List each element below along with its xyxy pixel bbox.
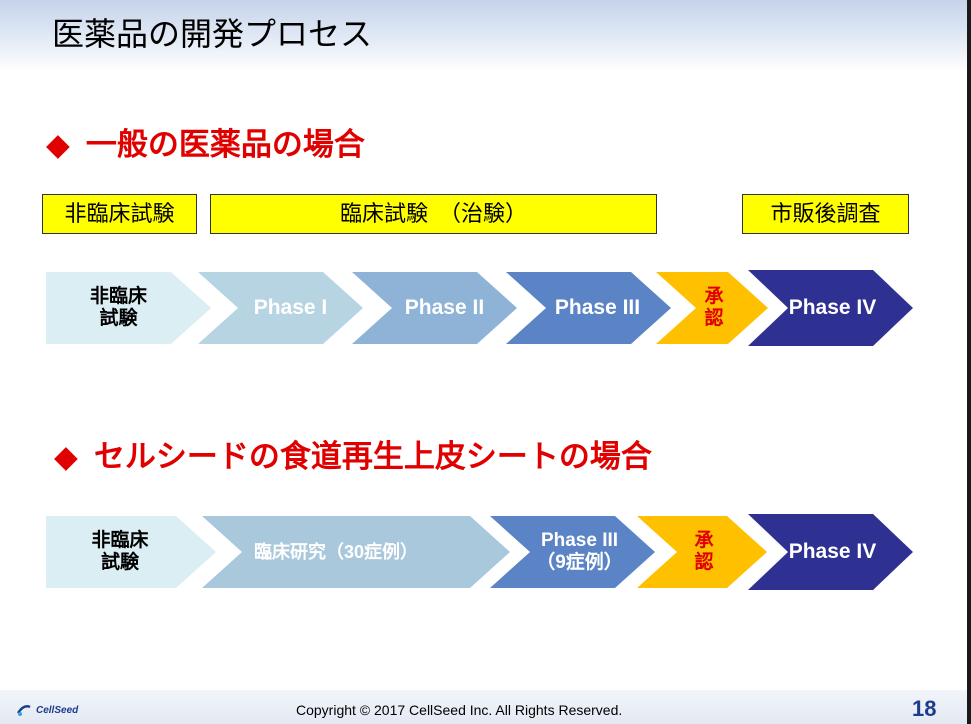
s2-chevron-phase3: Phase III （9症例） xyxy=(490,516,655,588)
s2-chevron-nonclinical: 非臨床 試験 xyxy=(46,516,216,588)
stage-box-postmarket: 市販後調査 xyxy=(742,194,909,234)
s2-chevron-phase4: Phase IV xyxy=(748,514,913,590)
page-title: 医薬品の開発プロセス xyxy=(52,15,373,53)
s1-chevron-phase1: Phase I xyxy=(198,272,363,344)
section1-heading: ◆ 一般の医薬品の場合 xyxy=(46,125,365,165)
footer-bar xyxy=(0,690,967,724)
s1-chevron-label: 承 認 xyxy=(704,286,724,329)
diamond-bullet-icon: ◆ xyxy=(46,127,70,163)
page-number: 18 xyxy=(912,696,937,721)
s1-chevron-phase3: Phase III xyxy=(506,272,671,344)
s2-chevron-label: 非臨床 試験 xyxy=(91,530,149,573)
s1-chevron-label: 非臨床 試験 xyxy=(89,286,147,329)
section1-heading-text: 一般の医薬品の場合 xyxy=(85,127,365,163)
cellseed-logo-icon xyxy=(17,705,31,716)
s1-chevron-label: Phase III xyxy=(554,295,641,319)
frame-border xyxy=(967,0,971,724)
s1-chevron-label: Phase I xyxy=(253,295,328,319)
copyright-text: Copyright © 2017 CellSeed Inc. All Right… xyxy=(296,702,623,718)
s2-chevron-label: 臨床研究（30症例） xyxy=(253,541,419,562)
logo-text: CellSeed xyxy=(36,704,79,716)
section2-heading-text: セルシードの食道再生上皮シートの場合 xyxy=(93,439,652,475)
section2-heading: ◆ セルシードの食道再生上皮シートの場合 xyxy=(54,437,652,477)
s1-chevron-nonclinical: 非臨床 試験 xyxy=(46,272,211,344)
s2-chevron-label: Phase III （9症例） xyxy=(536,530,623,573)
s1-chevron-approval: 承 認 xyxy=(656,272,768,344)
s2-chevron-approval: 承 認 xyxy=(637,516,767,588)
stage-box-clinical: 臨床試験 （治験） xyxy=(210,194,657,234)
s1-chevron-label: Phase IV xyxy=(788,295,877,319)
diamond-bullet-icon: ◆ xyxy=(54,439,78,475)
header-band xyxy=(0,0,967,72)
s1-chevron-phase4: Phase IV xyxy=(748,270,913,346)
s1-chevron-phase2: Phase II xyxy=(352,272,517,344)
stage-box-nonclinical: 非臨床試験 xyxy=(42,194,197,234)
s2-chevron-label: 承 認 xyxy=(694,530,714,573)
s1-chevron-label: Phase II xyxy=(404,295,485,319)
s2-chevron-label: Phase IV xyxy=(788,539,877,563)
s2-chevron-clinical-research: 臨床研究（30症例） xyxy=(202,516,510,588)
company-logo: CellSeed xyxy=(16,701,78,719)
